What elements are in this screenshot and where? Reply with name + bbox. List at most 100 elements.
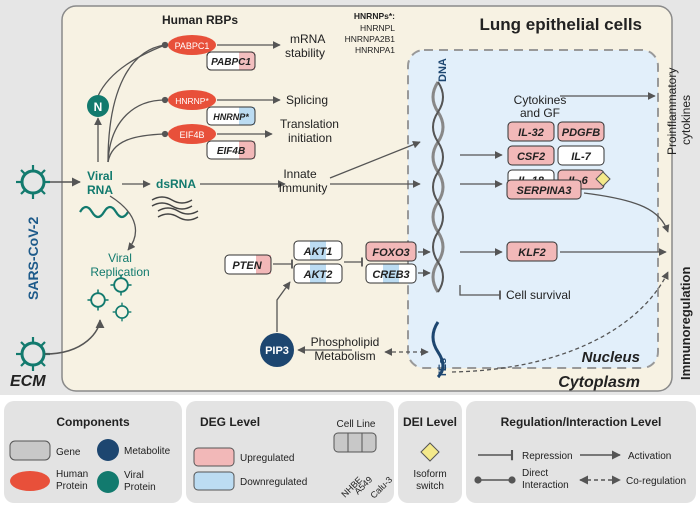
viral-replication-label: Viral [108,251,132,265]
virus-icon [112,302,132,322]
legend-deg-panel [186,401,394,503]
virus-icon [110,274,132,296]
gene-pdgfb: PDGFB [557,121,605,142]
gene-label: CSF2 [517,151,545,163]
viral-rna-label: Viral [87,169,113,183]
gene-label: AKT2 [303,269,333,281]
process-label: Translation [280,117,339,131]
legend-viral-protein-swatch [97,471,119,493]
process-label: Splicing [286,93,328,107]
gene-foxo3: FOXO3 [365,241,417,262]
replication-arrow [109,195,136,251]
hnrnps-note: HNRNPs*: HNRNPL HNRNPA2B1 HNRNPA1 [345,11,396,55]
hnrnps-note-item: HNRNPA1 [355,45,395,55]
proinflammatory-label: cytokines [679,95,693,145]
human-rbps-title: Human RBPs [162,13,238,27]
legend-components-title: Components [56,415,130,429]
legend-direct-label: Interaction [522,480,569,491]
legend-coreg-label: Co-regulation [626,476,686,487]
te-to-immuno-coreg [451,271,669,373]
legend-metabolite-label: Metabolite [124,446,171,457]
legend-up-label: Upregulated [240,453,294,464]
rbp-hnrnp: HNRNP* HNRNP* Splicing [168,90,328,126]
isoform-switch-icon [595,171,611,187]
process-label: stability [285,46,325,60]
dna-helix-icon [431,81,445,293]
legend-cellline-swatch [333,432,377,453]
legend-isoform-label: switch [416,481,444,492]
virus-label: SARS-CoV-2 [25,217,41,300]
virus-icon [87,289,109,311]
legend-gene-swatch [9,440,51,461]
legend-regulation-panel [466,401,696,503]
gene-creb3: CREB3 [365,263,417,284]
te-helix-icon [431,321,445,379]
process-label: initiation [288,131,332,145]
gene-akt1: AKT1 [293,240,343,261]
cell-survival-label: Cell survival [506,288,571,302]
phospholipid-label: Metabolism [314,349,375,363]
legend-viral-protein-label: Viral [124,470,144,481]
legend-down-swatch [193,471,235,491]
legend-regulation-title: Regulation/Interaction Level [501,415,662,429]
viral-protein-n-label: N [94,100,103,114]
proinflammatory-label: Proinflammatory [665,68,679,155]
dna-label: DNA [437,58,449,82]
protein-label: HNRNP* [175,96,209,106]
cytoplasm-label: Cytoplasm [558,374,640,391]
gene-label: IL-32 [518,127,544,139]
cell-survival-repression [459,285,501,300]
pip3-label: PIP3 [265,345,289,357]
dsrna-icon [151,196,199,221]
gene-il-7: IL-7 [557,145,605,166]
gene-csf2: CSF2 [507,145,555,166]
hnrnps-note-item: HNRNPL [360,23,395,33]
gene-label: AKT1 [303,246,333,258]
viral-replication-label: Replication [90,265,149,279]
release-arrow [44,319,105,355]
phospholipid-label: Phospholipid [311,335,380,349]
gene-label: EIF4B [217,146,245,157]
hnrnps-note-title: HNRNPs*: [354,11,395,21]
rbp-eif4b: EIF4B EIF4B Translation initiation [168,117,339,160]
gene-serpina3 [506,179,582,200]
cytokines-label: Cytokines [514,93,567,107]
tes-label: TEs [437,358,449,378]
legend-isoform-label: Isoform [413,469,446,480]
legend-direct-label: Direct [522,468,548,479]
legend-human-protein-label: Protein [56,481,88,492]
legend-gene-label: Gene [56,447,81,458]
gene-pten: PTEN [224,254,272,275]
cytokine-gene-grid: IL-32 PDGFB CSF2 IL-7 IL-18 IL-6 [507,121,611,190]
legend-human-protein-label: Human [56,469,88,480]
ecm-label: ECM [10,373,46,390]
rbp-pabpc1: PABPC1 PABPC1 mRNA stability [168,32,325,71]
gene-label: IL-7 [571,151,591,163]
legend-up-swatch [193,447,235,467]
protein-label: EIF4B [179,130,204,140]
pip3-to-akt-arrow [276,281,291,332]
legend-cellline-label: Cell Line [337,419,376,430]
legend-viral-protein-label: Protein [124,482,156,493]
innate-immunity-label: Immunity [279,181,328,195]
rbp-interaction-lines [94,41,169,163]
gene-label: PABPC1 [211,57,251,68]
gene-label: FOXO3 [372,247,409,259]
legend-dei-title: DEI Level [403,415,457,429]
cell-label: Lung epithelial cells [480,15,642,34]
gene-label: KLF2 [518,247,546,259]
pip3-metabolite [260,333,294,367]
hnrnps-note-item: HNRNPA2B1 [345,34,396,44]
serpina3-to-immuno-arrow [583,192,670,233]
legend-repression-label: Repression [522,451,573,462]
legend-activation-label: Activation [628,451,671,462]
legend-down-label: Downregulated [240,477,307,488]
immunoregulation-label: Immunoregulation [678,267,693,380]
cytokines-label: and GF [520,106,560,120]
nucleus-label: Nucleus [582,349,640,366]
process-label: mRNA [290,32,325,46]
gene-label: PDGFB [562,127,601,139]
legend-isoform-swatch [420,442,440,462]
immunity-cytokine-arrow [329,140,421,179]
